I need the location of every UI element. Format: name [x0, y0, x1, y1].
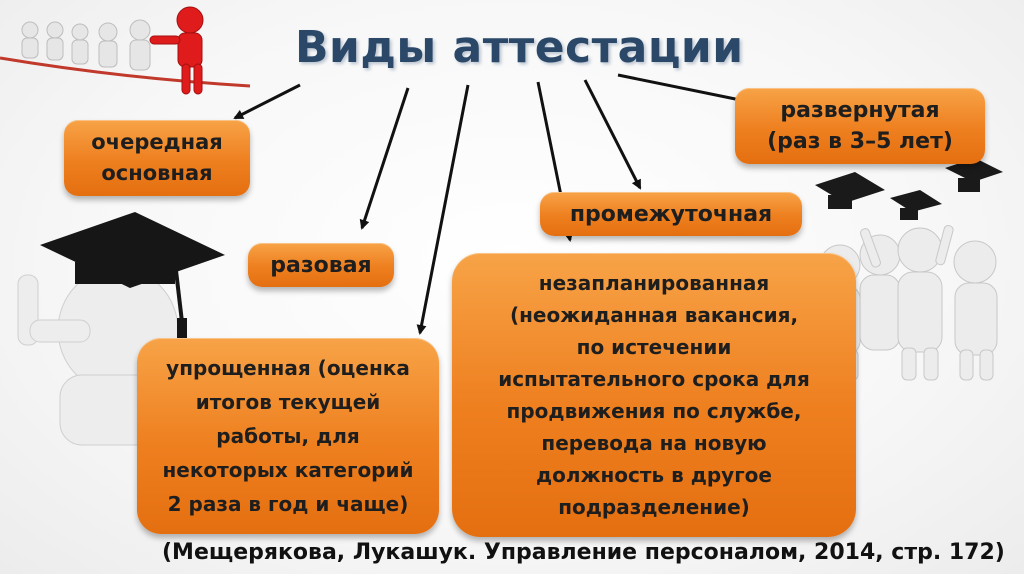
unplanned-line-3: по истечении [576, 335, 732, 359]
arrow-to-intermediate [583, 79, 642, 190]
unplanned-line-2: (неожиданная вакансия, [509, 303, 799, 327]
simplified-line-2: итогов текущей [195, 390, 381, 414]
arrow-to-simplified [416, 84, 470, 335]
box-regular: очередная основная [64, 120, 250, 196]
regular-line-2: основная [101, 161, 213, 185]
box-intermediate: промежуточная [540, 192, 802, 236]
box-unplanned: незапланированная (неожиданная вакансия,… [452, 253, 856, 537]
box-extended: развернутая (раз в 3–5 лет) [735, 88, 985, 164]
box-simplified: упрощенная (оценка итогов текущей работы… [137, 338, 439, 534]
rope-line [0, 56, 251, 88]
one-time-label: разовая [270, 252, 372, 278]
regular-line-1: очередная [91, 130, 223, 154]
arrow-to-regular [233, 83, 301, 120]
intermediate-label: промежуточная [569, 201, 773, 227]
unplanned-line-1: незапланированная [538, 271, 770, 295]
graduation-caps-illustration [815, 158, 1003, 220]
slide-title: Виды аттестации [295, 22, 744, 73]
citation-text: (Мещерякова, Лукашук. Управление персона… [162, 540, 1005, 565]
unplanned-line-6: перевода на новую [541, 431, 767, 455]
arrow-to-one-time [359, 87, 410, 230]
unplanned-line-5: продвижения по службе, [506, 399, 802, 423]
graduation-cap-icon [40, 212, 225, 288]
box-one-time: разовая [248, 243, 394, 287]
extended-line-2: (раз в 3–5 лет) [767, 129, 953, 154]
red-leader-figure [149, 6, 204, 95]
simplified-line-5: 2 раза в год и чаще) [167, 492, 409, 516]
unplanned-line-7: должность в другое [536, 463, 772, 487]
unplanned-line-4: испытательного срока для [498, 367, 810, 391]
extended-line-1: развернутая [780, 98, 940, 123]
title-arrows [233, 73, 757, 335]
simplified-line-3: работы, для [216, 424, 360, 448]
unplanned-line-8: подразделение) [558, 495, 750, 519]
simplified-line-1: упрощенная (оценка [166, 356, 410, 380]
arrow-to-extended [617, 73, 757, 107]
simplified-line-4: некоторых категорий [162, 458, 414, 482]
tightrope-walkers-illustration [0, 6, 251, 95]
